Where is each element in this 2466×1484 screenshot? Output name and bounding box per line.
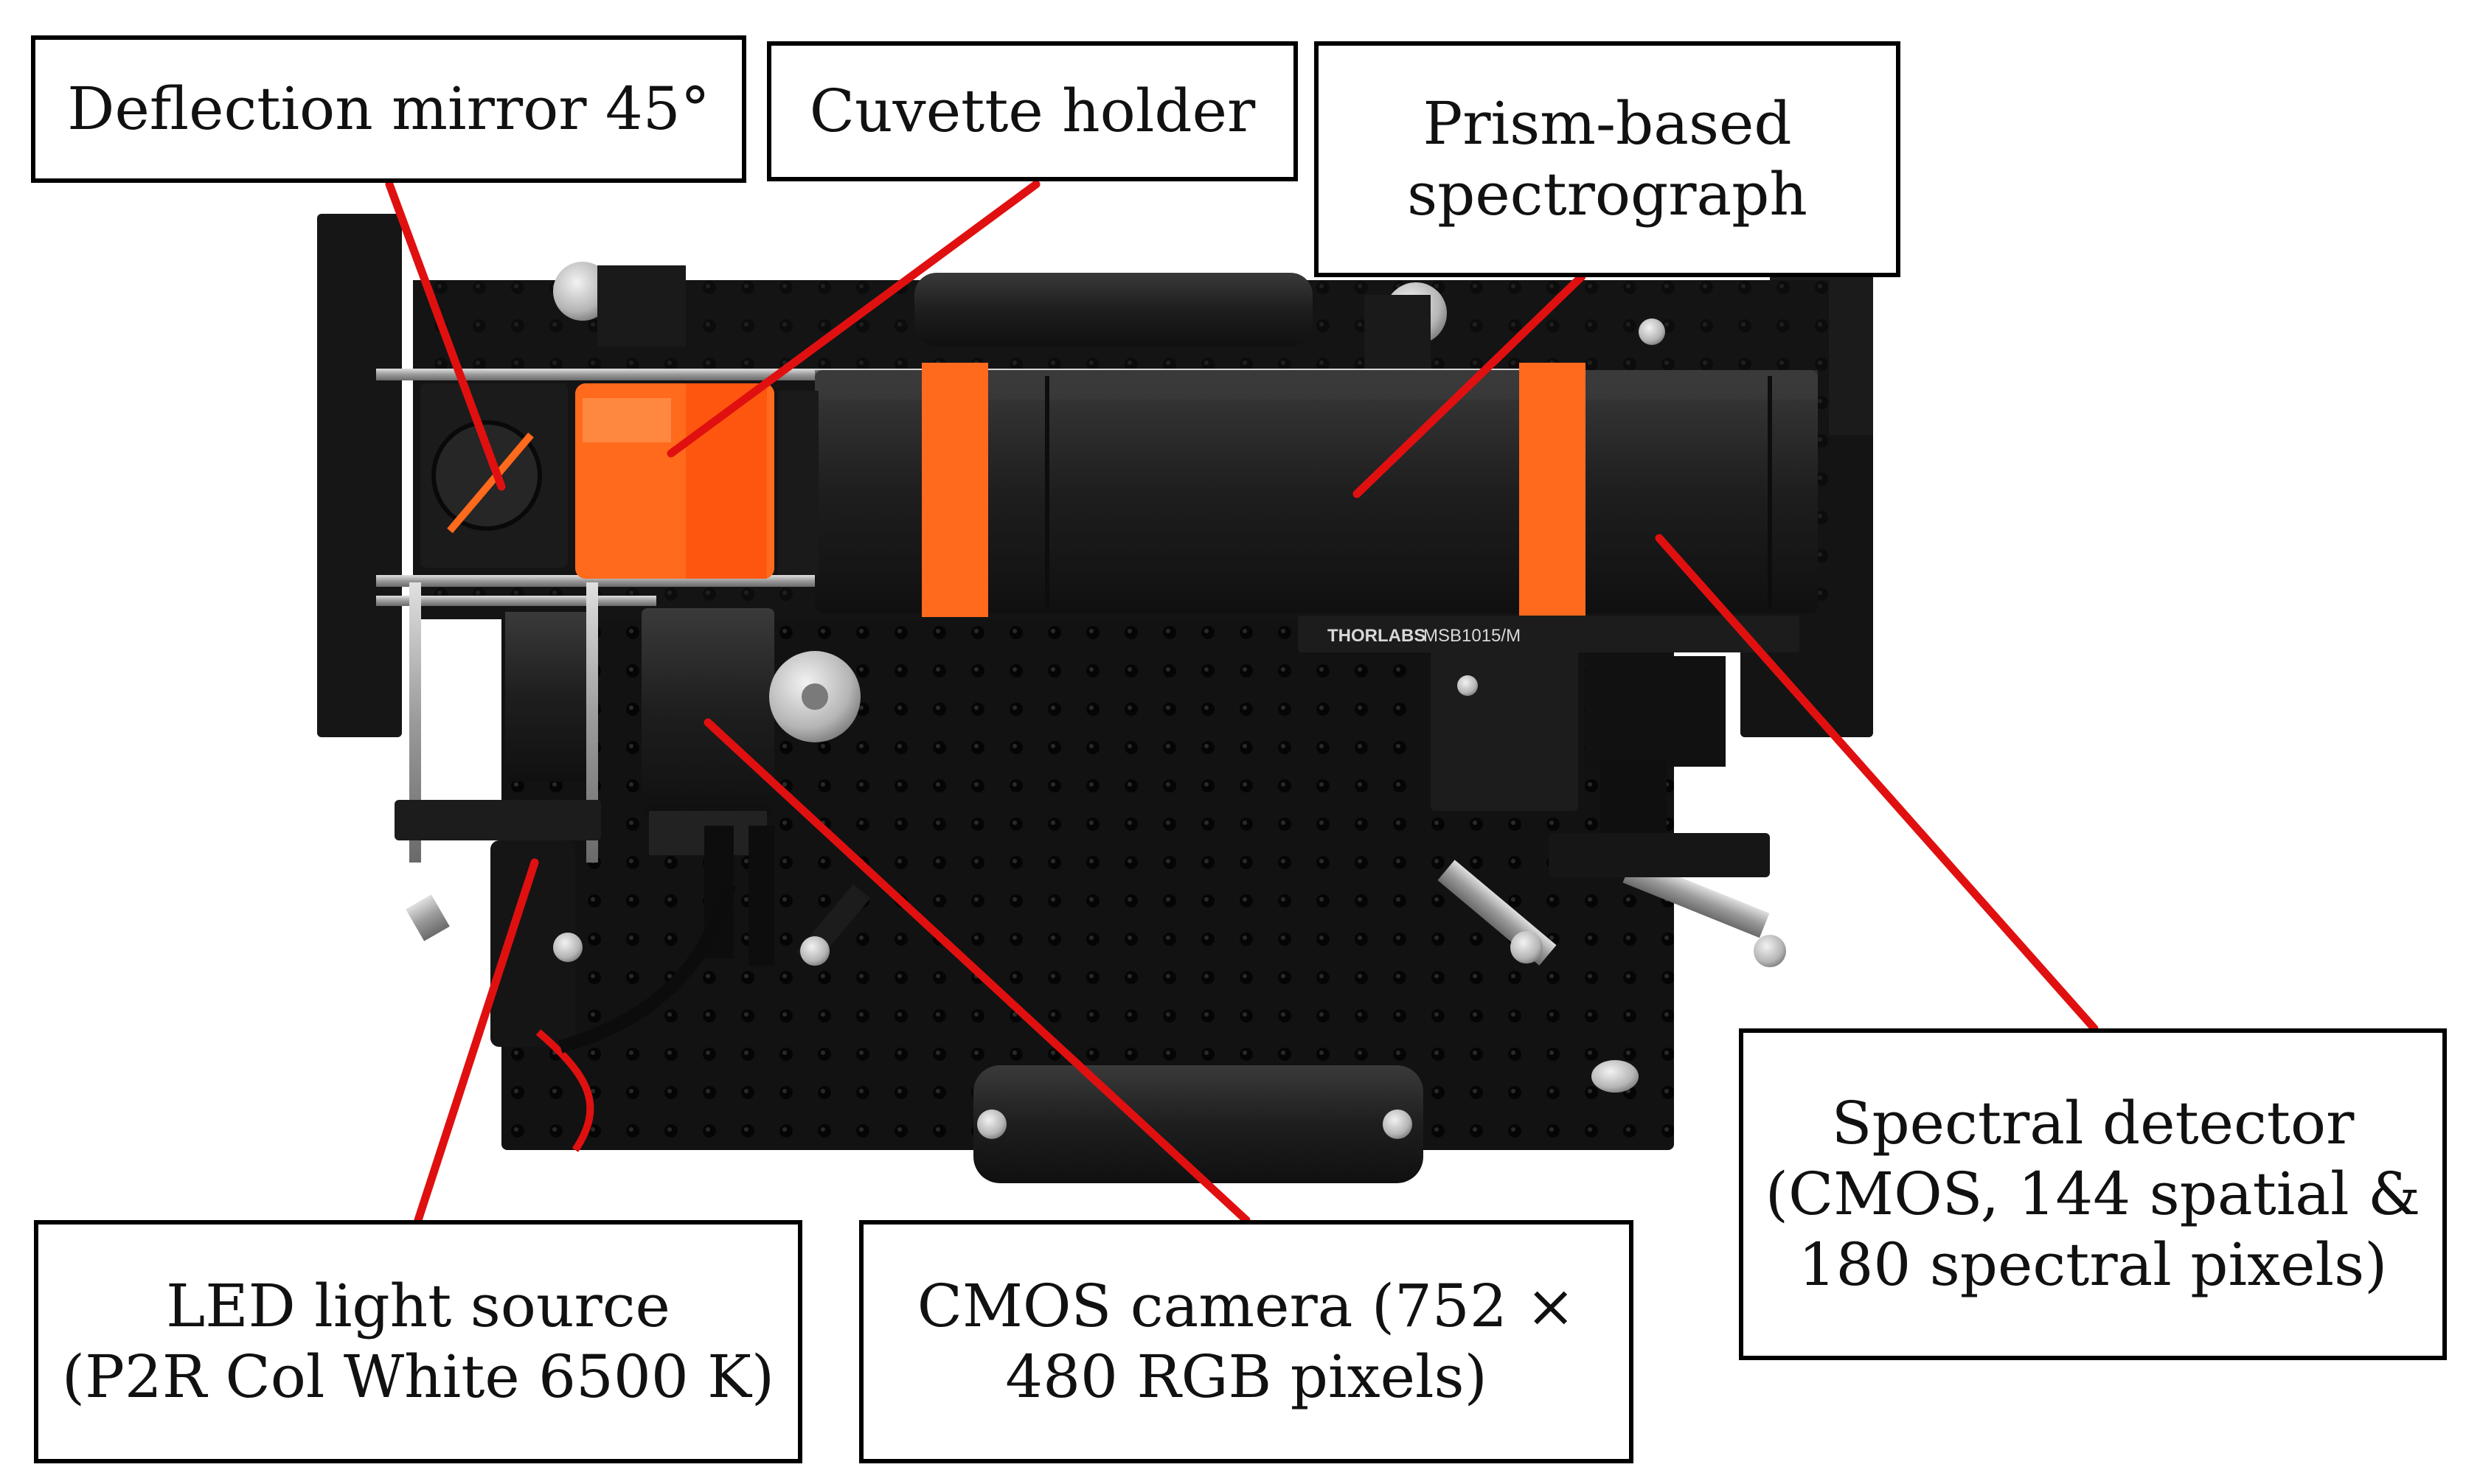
label-line: Deflection mirror 45° — [67, 74, 710, 143]
leader-spectral-detector — [1655, 534, 2099, 1033]
spectrograph-tape-left — [922, 363, 988, 617]
label-line: (P2R Col White 6500 K) — [61, 1342, 775, 1411]
label-led-source: LED light source (P2R Col White 6500 K) — [34, 1220, 802, 1463]
engraving-brand: THORLABS — [1327, 626, 1425, 646]
leader-led-source — [414, 858, 539, 1225]
label-cuvette-holder: Cuvette holder — [767, 41, 1298, 181]
label-line: (CMOS, 144 spatial & — [1765, 1160, 2421, 1228]
label-line: CMOS camera (752 × — [917, 1272, 1576, 1340]
leader-cuvette-holder — [667, 180, 1041, 458]
label-line: Cuvette holder — [809, 77, 1256, 145]
label-cmos-camera: CMOS camera (752 × 480 RGB pixels) — [859, 1220, 1633, 1463]
label-line: Prism-based — [1423, 89, 1792, 158]
label-line: spectrograph — [1407, 160, 1807, 229]
label-deflection-mirror: Deflection mirror 45° — [31, 35, 746, 183]
label-line: 180 spectral pixels) — [1798, 1230, 2388, 1299]
engraved-rail — [1298, 616, 1799, 652]
top-handle — [914, 273, 1313, 346]
cmos-camera-body — [642, 608, 774, 815]
spectrograph-tape-right — [1519, 363, 1585, 617]
led-tube — [505, 612, 586, 781]
bottom-handle — [973, 1065, 1423, 1183]
leader-spectrograph — [1352, 272, 1586, 498]
left-vertical-plate — [317, 214, 402, 737]
label-spectrograph: Prism-based spectrograph — [1314, 41, 1900, 277]
label-line: 480 RGB pixels) — [1005, 1342, 1487, 1411]
label-spectral-detector: Spectral detector (CMOS, 144 spatial & 1… — [1739, 1028, 2447, 1360]
label-line: LED light source — [166, 1272, 670, 1340]
label-line: Spectral detector — [1831, 1089, 2355, 1157]
mirror-disc — [431, 420, 542, 531]
engraving-part: MSB1015/M — [1423, 626, 1521, 646]
led-housing — [490, 840, 575, 1047]
leader-deflection-mirror — [385, 180, 506, 491]
leader-cmos-camera — [704, 718, 1251, 1225]
